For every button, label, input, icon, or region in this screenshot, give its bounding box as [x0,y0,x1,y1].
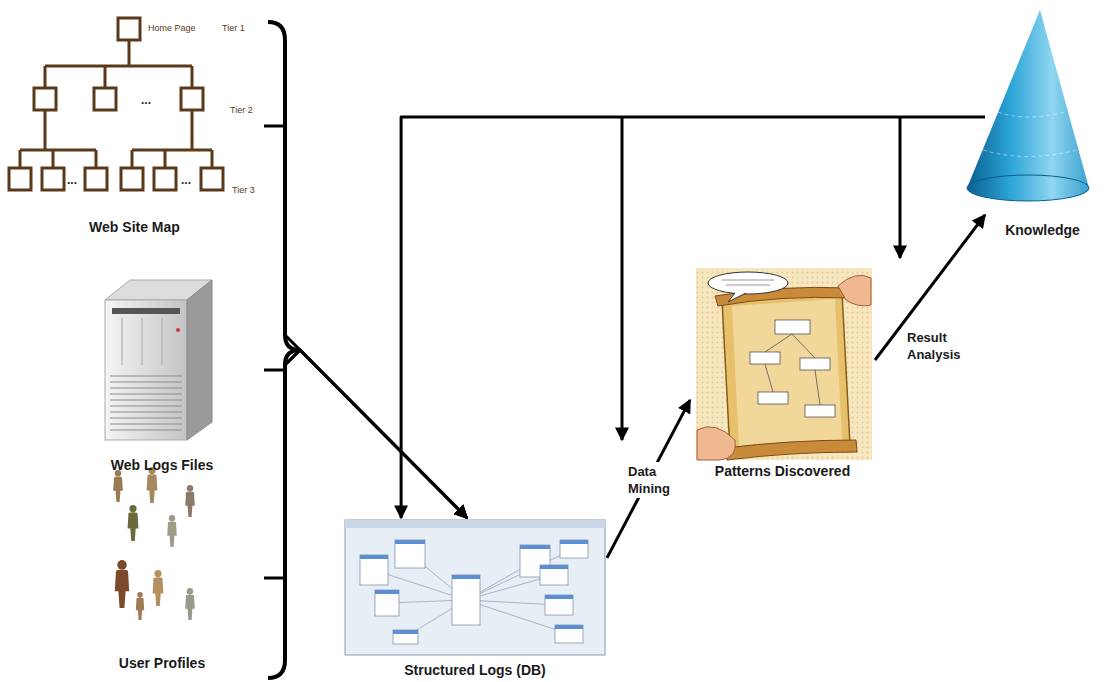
tree-label: ... [67,174,77,186]
edge-label: Result Analysis [905,328,962,364]
tree-label: Tier 3 [232,186,255,195]
illustrated-node: Web Site Map [5,12,264,240]
connector-arrow [264,350,467,518]
scroll-illustration [696,268,872,460]
connector-arrow [264,126,467,518]
site-map-tree [9,18,223,190]
tree-label: ... [141,94,151,106]
feedback-arrow [621,117,624,440]
knowledge-cone [967,10,1089,201]
tree-label: Home Page [148,24,196,33]
tree-label: Tier 1 [222,24,245,33]
grouping-brace [268,22,300,678]
illustrated-node: Patterns Discovered [690,265,875,485]
server-illustration [105,280,212,440]
connector-arrow [264,350,467,578]
node-label: Structured Logs (DB) [404,662,546,679]
node-label: Web Logs Files [111,457,213,474]
illustrated-node: Web Logs Files [60,262,264,478]
edge-label: Data Mining [626,462,672,498]
tree-label: ... [181,174,191,186]
node-label: Patterns Discovered [715,463,850,480]
node-label: User Profiles [119,655,205,672]
feedback-arrow [899,117,902,258]
database-screenshot [345,520,605,655]
illustrated-node: Knowledge [985,8,1100,245]
tree-label: Tier 2 [230,106,253,115]
connector-arrow [607,400,690,558]
illustrated-node: User Profiles [60,480,264,676]
node-label: Web Site Map [89,219,180,236]
connector-arrow [401,117,985,518]
node-label: Knowledge [1005,222,1080,239]
illustrated-node: Structured Logs (DB) [343,518,607,681]
people-illustration [113,467,195,620]
